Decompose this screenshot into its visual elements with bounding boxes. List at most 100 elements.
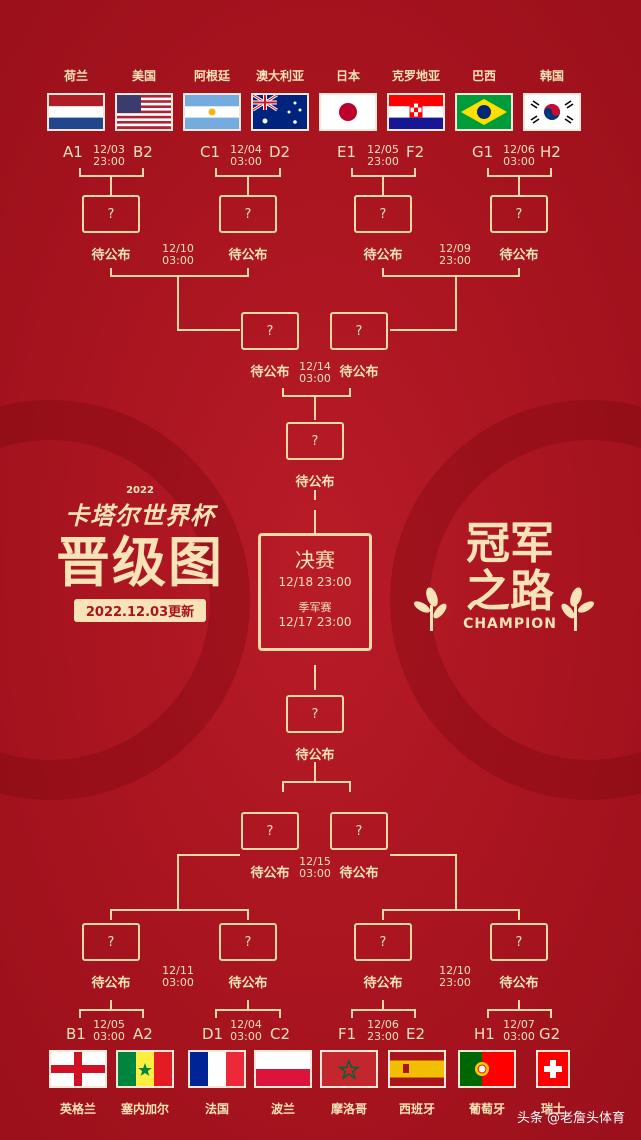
team-name-croatia: 克罗地亚 <box>391 69 440 83</box>
team-name-argentina: 阿根廷 <box>193 69 230 83</box>
seed-e2: E2 <box>406 1025 426 1043</box>
team-name-netherlands: 荷兰 <box>63 69 88 83</box>
qf-top-1-pending: 待公布 <box>91 248 131 263</box>
seed-d2: D2 <box>269 143 291 161</box>
champion-en: CHAMPION <box>463 616 557 632</box>
seed-c2: C2 <box>270 1025 291 1043</box>
poster-title-block: 2022 卡塔尔世界杯 晋级图 2022.12.03更新 <box>45 485 235 622</box>
sf-top-2-pending: 待公布 <box>339 365 379 380</box>
qf-top-3-box: ? <box>354 195 412 233</box>
flag-usa-icon <box>115 93 173 131</box>
flag-portugal-icon <box>458 1050 516 1088</box>
flag-australia-icon <box>251 93 309 131</box>
flag-switzerland-icon <box>536 1050 570 1088</box>
flag-poland-icon <box>254 1050 312 1088</box>
sf-bottom-2-pending: 待公布 <box>339 866 379 881</box>
team-name-senegal: 塞内加尔 <box>120 1102 169 1116</box>
qf-bottom-4-box: ? <box>490 923 548 961</box>
qf-top-4-box: ? <box>490 195 548 233</box>
qf-top-4-pending: 待公布 <box>499 248 539 263</box>
team-name-japan: 日本 <box>335 69 360 83</box>
title-main: 晋级图 <box>56 531 224 594</box>
title-event: 卡塔尔世界杯 <box>65 502 215 530</box>
qf-top-2-box: ? <box>219 195 277 233</box>
flag-england-icon <box>49 1050 107 1088</box>
qf-top-2-pending: 待公布 <box>228 248 268 263</box>
team-name-switzerland: 瑞士 <box>540 1102 565 1116</box>
qf-top-1-box: ? <box>82 195 140 233</box>
team-name-portugal: 葡萄牙 <box>468 1102 505 1116</box>
team-name-poland: 波兰 <box>270 1102 295 1116</box>
flag-japan-icon <box>319 93 377 131</box>
laurel-left-icon <box>413 587 447 631</box>
seed-c1: C1 <box>200 143 221 161</box>
sf-top-1-box: ? <box>241 312 299 350</box>
qf-bottom-2-pending: 待公布 <box>228 976 268 991</box>
team-name-spain: 西班牙 <box>398 1102 435 1116</box>
flag-senegal-icon <box>116 1050 174 1088</box>
final-bottom-pending: 待公布 <box>295 748 335 763</box>
team-name-brazil: 巴西 <box>471 69 496 83</box>
seed-a2: A2 <box>133 1025 153 1043</box>
team-name-france: 法国 <box>204 1102 229 1116</box>
sf-top-2-box: ? <box>330 312 388 350</box>
flag-netherlands-icon <box>47 93 105 131</box>
watermark: 头条 @老詹头体育 <box>516 1111 625 1126</box>
final-title: 决赛 <box>295 548 335 572</box>
team-name-england: 英格兰 <box>59 1102 96 1116</box>
flag-croatia-icon <box>387 93 445 131</box>
team-name-morocco: 摩洛哥 <box>330 1102 367 1116</box>
qf-bottom-2-box: ? <box>219 923 277 961</box>
team-name-korea: 韩国 <box>539 69 564 83</box>
third-place-time: 12/17 23:00 <box>278 615 352 629</box>
qf-top-3-pending: 待公布 <box>363 248 403 263</box>
flag-morocco-icon <box>320 1050 378 1088</box>
seed-b1: B1 <box>66 1025 86 1043</box>
qf-bottom-4-pending: 待公布 <box>499 976 539 991</box>
flag-argentina-icon <box>183 93 241 131</box>
seed-e1: E1 <box>337 143 357 161</box>
flag-spain-icon <box>388 1050 446 1088</box>
champion-line1: 冠军 <box>466 518 554 569</box>
qf-bottom-3-pending: 待公布 <box>363 976 403 991</box>
champion-block: 冠军 之路 CHAMPION <box>420 518 600 633</box>
seed-h1: H1 <box>474 1025 495 1043</box>
sf-bottom-1-pending: 待公布 <box>250 866 290 881</box>
sf-bottom-1-box: ? <box>241 812 299 850</box>
sf-top-1-pending: 待公布 <box>250 365 290 380</box>
seed-f2: F2 <box>406 143 425 161</box>
seed-b2: B2 <box>133 143 153 161</box>
laurel-right-icon <box>561 587 595 631</box>
update-badge: 2022.12.03更新 <box>73 599 207 622</box>
seed-h2: H2 <box>540 143 561 161</box>
seed-d1: D1 <box>202 1025 224 1043</box>
final-top-box: ? <box>286 422 344 460</box>
seed-f1: F1 <box>338 1025 357 1043</box>
title-year: 2022 <box>126 485 154 496</box>
flag-korea-icon <box>523 93 581 131</box>
team-name-usa: 美国 <box>131 69 156 83</box>
qf-bottom-1-box: ? <box>82 923 140 961</box>
final-bottom-box: ? <box>286 695 344 733</box>
seed-g1: G1 <box>472 143 494 161</box>
seed-g2: G2 <box>539 1025 561 1043</box>
champion-line2: 之路 <box>466 566 554 617</box>
final-time: 12/18 23:00 <box>278 575 352 589</box>
third-place-label: 季军赛 <box>298 601 332 614</box>
final-top-pending: 待公布 <box>295 475 335 490</box>
flag-brazil-icon <box>455 93 513 131</box>
team-name-australia: 澳大利亚 <box>255 69 304 83</box>
